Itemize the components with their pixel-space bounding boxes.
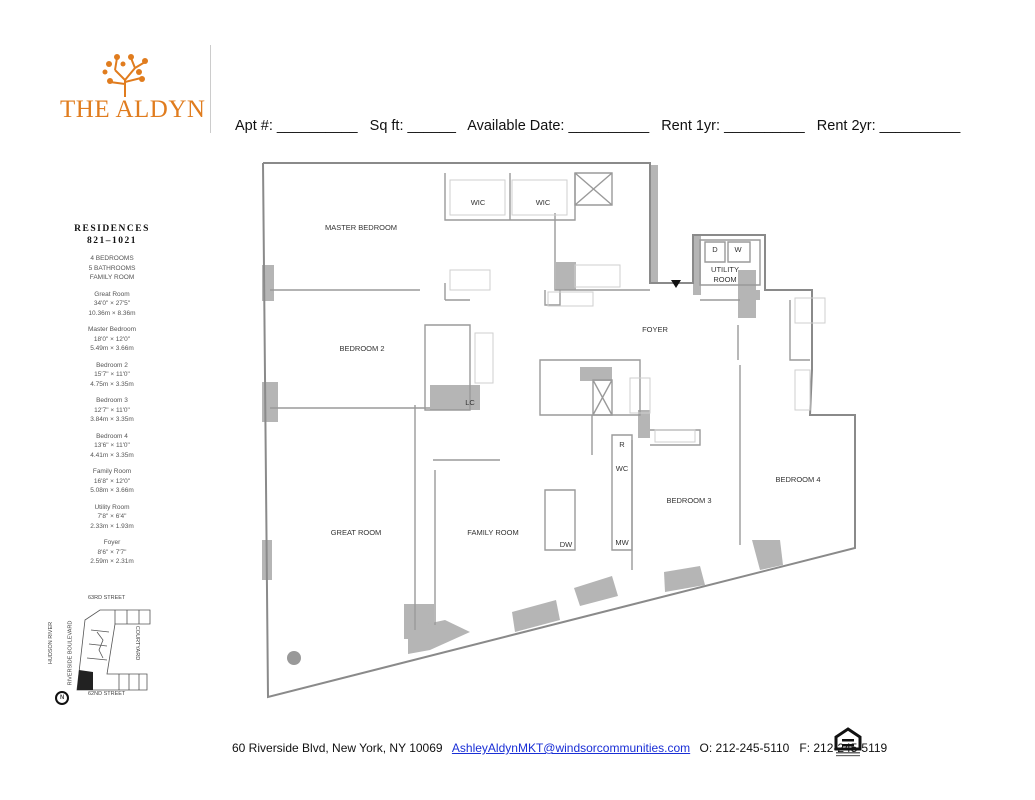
appliance-wine-cooler: WC (615, 464, 629, 473)
room-bedroom-2: BEDROOM 2 (339, 344, 385, 353)
address: 60 Riverside Blvd, New York, NY 10069 (232, 741, 443, 755)
room-spec-metric: 5.49m × 3.66m (90, 345, 134, 352)
appliance-refrigerator: R (619, 440, 625, 449)
room-spec: Great Room 34'0" × 27'5" 10.36m × 8.36m (62, 290, 162, 319)
room-utility: UTILITY ROOM (711, 265, 739, 284)
room-spec-imperial: 13'6" × 11'0" (94, 442, 130, 449)
room-spec-metric: 5.08m × 3.66m (90, 487, 134, 494)
room-spec-metric: 3.84m × 3.35m (90, 416, 134, 423)
room-spec-imperial: 34'0" × 27'5" (93, 300, 131, 307)
room-spec-name: Family Room (92, 468, 132, 475)
room-spec-name: Master Bedroom (87, 326, 137, 333)
building-key-map (55, 609, 151, 705)
room-spec-name: Bedroom 2 (96, 361, 128, 369)
room-spec: Foyer 8'6" × 7'7" 2.59m × 2.31m (62, 538, 162, 567)
room-spec-metric: 10.36m × 8.36m (88, 309, 136, 317)
room-spec: Bedroom 3 12'7" × 11'0" 3.84m × 3.35m (62, 396, 162, 425)
email-link[interactable]: AshleyAldynMKT@windsorcommunities.com (451, 741, 691, 755)
residences-title: RESIDENCES (74, 224, 150, 234)
room-spec: Bedroom 2 15'7" × 11'0" 4.75m × 3.35m (62, 361, 162, 390)
room-master-bedroom: MASTER BEDROOM (324, 223, 398, 232)
wall-blocks (262, 165, 783, 654)
contact-footer: 60 Riverside Blvd, New York, NY 10069 As… (232, 741, 887, 755)
room-spec: Family Room 16'8" × 12'0" 5.08m × 3.66m (62, 467, 162, 496)
room-spec-name: Utility Room (94, 503, 130, 511)
unit-range: 821–1021 (87, 236, 137, 246)
room-spec: Master Bedroom 18'0" × 12'0" 5.49m × 3.66m (62, 325, 162, 354)
tree-logo-icon (102, 54, 148, 97)
room-spec-imperial: 16'8" × 12'0" (93, 477, 131, 485)
summary-line: FAMILY ROOM (89, 274, 135, 281)
room-foyer: FOYER (642, 325, 668, 334)
street-62nd: 62ND STREET (88, 691, 126, 697)
office-phone: O: 212-245-5110 (699, 741, 790, 755)
room-spec-metric: 4.41m × 3.35m (90, 451, 134, 459)
room-spec: Bedroom 4 13'6" × 11'0" 4.41m × 3.35m (62, 432, 162, 461)
apartment-fields-line: Apt #: __________ Sq ft: ______ Availabl… (235, 118, 961, 134)
room-spec-metric: 2.33m × 1.93m (90, 522, 134, 530)
summary-line: 5 BATHROOMS (88, 264, 136, 272)
room-spec-name: Great Room (94, 290, 130, 298)
room-spec-name: Bedroom 4 (96, 432, 128, 440)
appliance-microwave: MW (615, 538, 629, 547)
room-spec-imperial: 12'7" × 11'0" (94, 406, 130, 414)
brand-logo-text: THE ALDYN (60, 96, 206, 123)
summary: 4 BEDROOMS 5 BATHROOMS FAMILY ROOM (62, 254, 162, 283)
residence-specs: RESIDENCES 821–1021 4 BEDROOMS 5 BATHROO… (62, 223, 162, 574)
room-spec-imperial: 7'8" × 6'4" (97, 513, 127, 520)
header-divider (210, 45, 211, 133)
room-spec-name: Foyer (103, 539, 121, 546)
room-spec-imperial: 8'6" × 7'7" (97, 548, 127, 556)
summary-line: 4 BEDROOMS (90, 255, 134, 262)
room-great-room: GREAT ROOM (330, 528, 382, 537)
appliance-dryer: D (712, 245, 718, 254)
appliance-dishwasher: DW (559, 540, 573, 549)
room-spec-metric: 4.75m × 3.35m (90, 380, 134, 388)
room-spec-imperial: 15'7" × 11'0" (94, 371, 130, 378)
north-icon: N (60, 695, 65, 701)
appliance-washer: W (734, 245, 742, 254)
street-63rd: 63RD STREET (88, 595, 126, 601)
room-bedroom-4: BEDROOM 4 (775, 475, 821, 484)
room-linen-closet: LC (465, 398, 475, 407)
unit-highlight (77, 670, 93, 690)
room-family-room: FAMILY ROOM (467, 528, 519, 537)
room-spec: Utility Room 7'8" × 6'4" 2.33m × 1.93m (62, 503, 162, 532)
room-spec-name: Bedroom 3 (96, 397, 128, 404)
room-spec-metric: 2.59m × 2.31m (90, 558, 134, 565)
equal-housing-icon (834, 727, 862, 757)
room-wic-1: WIC (470, 198, 486, 207)
room-bedroom-3: BEDROOM 3 (666, 496, 712, 505)
room-wic-2: WIC (535, 198, 551, 207)
room-spec-imperial: 18'0" × 12'0" (93, 335, 131, 343)
entry-arrow-icon (671, 280, 681, 288)
